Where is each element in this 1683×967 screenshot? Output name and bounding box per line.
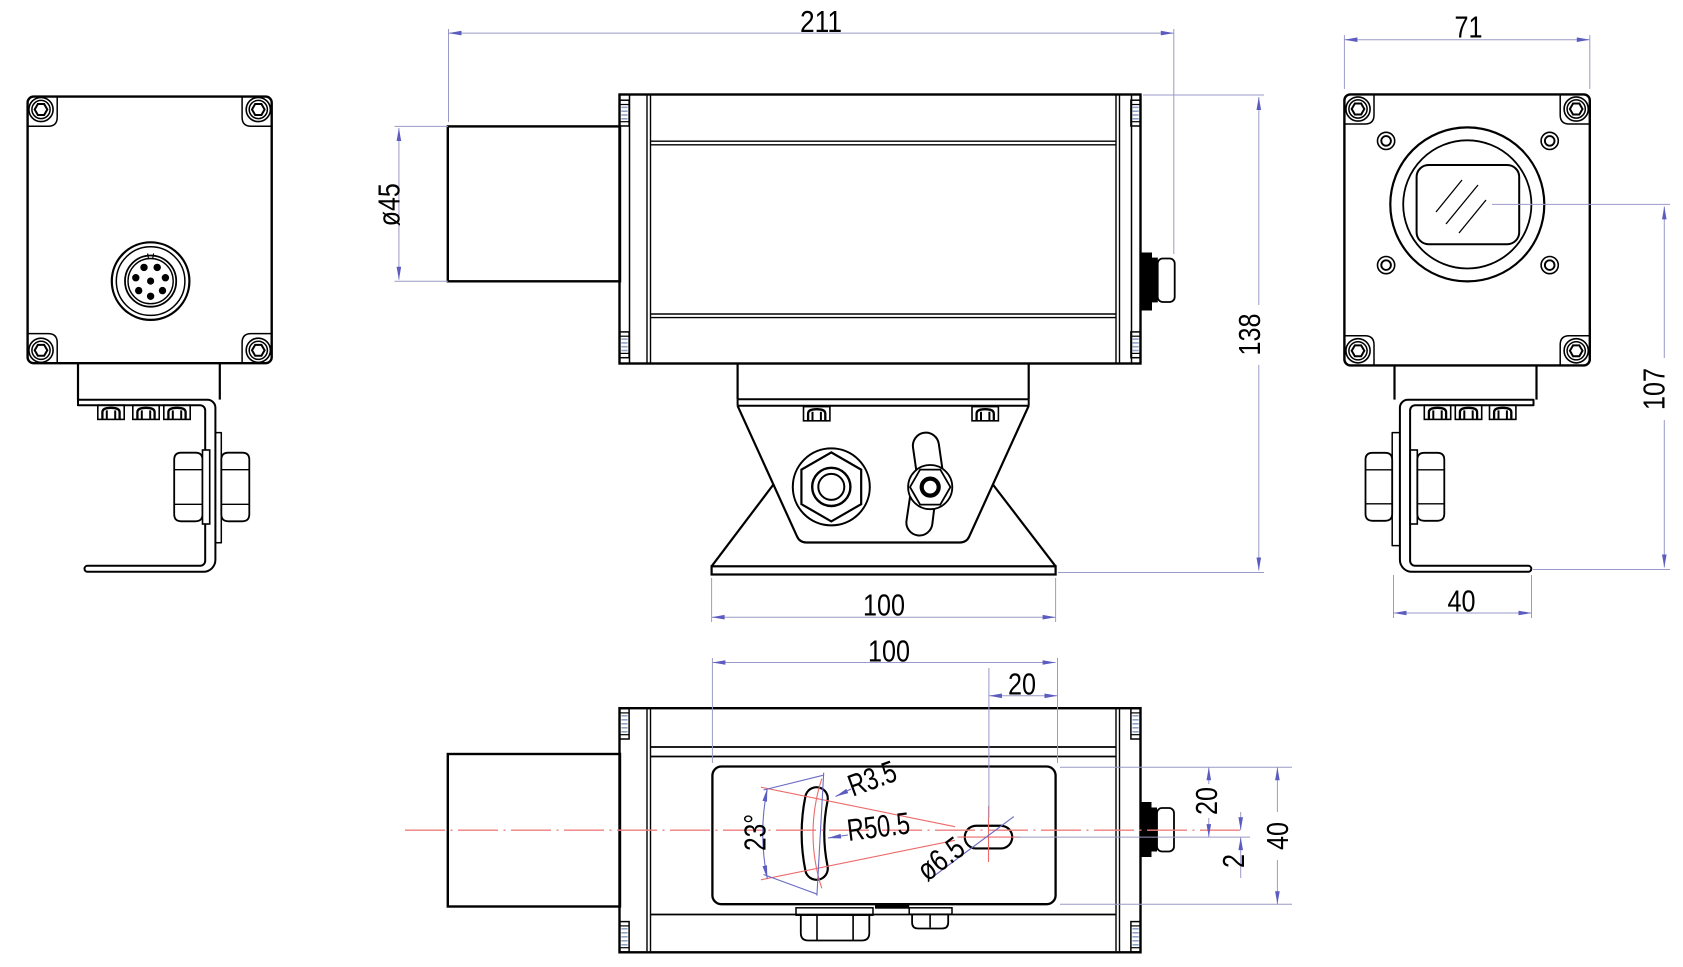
- svg-text:2: 2: [1216, 854, 1251, 868]
- svg-text:ø45: ø45: [372, 183, 407, 226]
- svg-text:100: 100: [868, 634, 910, 669]
- svg-text:R50.5: R50.5: [845, 805, 912, 847]
- svg-text:211: 211: [800, 4, 842, 39]
- svg-text:20: 20: [1008, 667, 1036, 702]
- svg-text:20: 20: [1189, 787, 1224, 815]
- svg-text:100: 100: [863, 588, 905, 623]
- svg-text:138: 138: [1232, 314, 1267, 356]
- svg-text:107: 107: [1637, 368, 1672, 410]
- svg-text:71: 71: [1455, 10, 1483, 45]
- svg-text:40: 40: [1260, 822, 1295, 850]
- svg-text:40: 40: [1448, 584, 1476, 619]
- svg-text:23°: 23°: [738, 814, 773, 851]
